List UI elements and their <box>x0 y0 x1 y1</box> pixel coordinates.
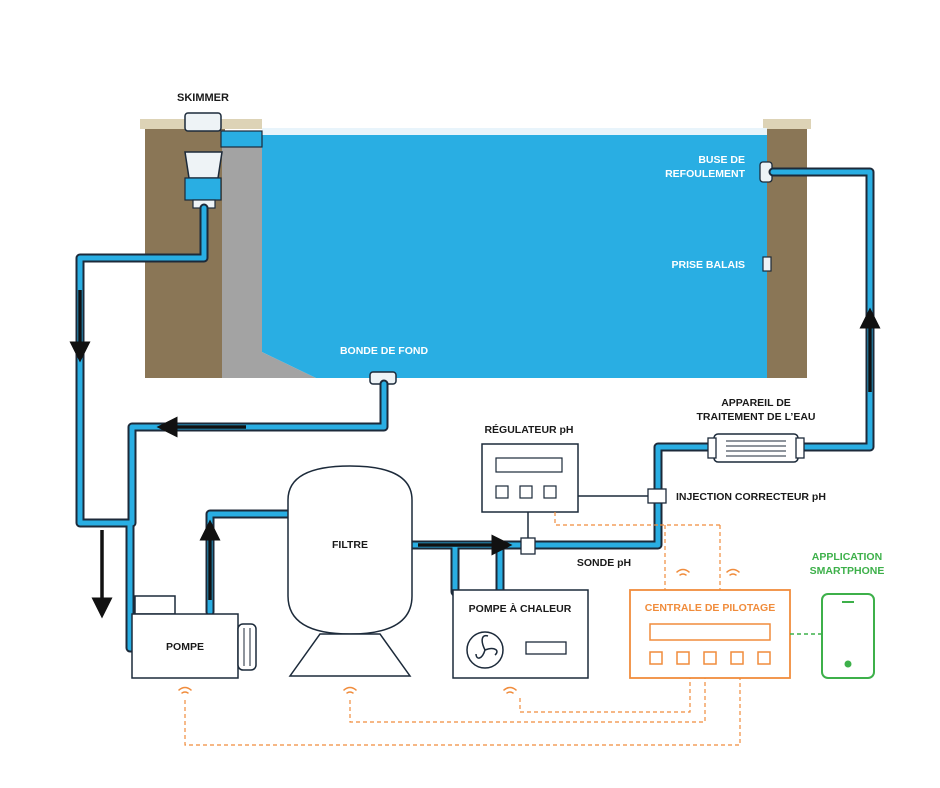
label-prise-balais: PRISE BALAIS <box>671 259 745 271</box>
pool-water <box>262 135 767 378</box>
treatment-body <box>713 433 799 463</box>
pump-body <box>131 613 239 679</box>
smartphone-body <box>821 593 875 679</box>
pump <box>131 595 257 679</box>
pump-motor <box>237 623 257 671</box>
water-treatment-device <box>707 433 805 463</box>
label-filtre: FILTRE <box>332 539 368 551</box>
filter-tank <box>287 465 413 635</box>
ph-regulator <box>481 443 648 540</box>
wifi-icon <box>178 686 192 694</box>
label-sonde: SONDE pH <box>577 557 631 569</box>
control-unit-screen <box>649 623 771 641</box>
label-skimmer: SKIMMER <box>177 92 229 104</box>
skimmer-lid <box>184 112 222 132</box>
pool-water-surface <box>262 128 767 135</box>
smartphone-home-button <box>844 660 852 668</box>
label-injection: INJECTION CORRECTEUR pH <box>676 491 826 503</box>
control-unit <box>629 589 791 679</box>
wifi-icon <box>726 568 740 576</box>
skimmer <box>184 112 263 209</box>
wifi-icon <box>503 686 517 694</box>
control-links <box>184 512 741 746</box>
filter <box>287 465 413 677</box>
ph-regulator-button <box>543 485 557 499</box>
wifi-icon <box>343 686 357 694</box>
ph-regulator-button <box>519 485 533 499</box>
skimmer-mouth <box>220 130 263 148</box>
smartphone <box>821 593 875 679</box>
label-centrale: CENTRALE DE PILOTAGE <box>645 602 775 614</box>
pump-top <box>134 595 176 615</box>
label-appareil-line1: APPAREIL DE <box>721 397 791 409</box>
ph-probe <box>520 537 536 555</box>
pool-coping-right <box>763 119 811 129</box>
heat-pump <box>452 589 589 679</box>
wifi-icon <box>676 568 690 576</box>
pool-right-wall <box>767 128 807 378</box>
label-buse-line1: BUSE DE <box>698 154 745 166</box>
label-buse-line2: REFOULEMENT <box>665 168 746 180</box>
vacuum-inlet <box>762 256 772 272</box>
label-regulateur: RÉGULATEUR pH <box>484 423 573 436</box>
ph-injection-point <box>647 488 667 504</box>
heat-pump-display <box>525 641 567 655</box>
filter-base <box>288 633 412 677</box>
pool-concrete-shell <box>222 142 316 378</box>
label-appareil-line2: TRAITEMENT DE L’EAU <box>696 411 815 423</box>
label-pompe-chaleur: POMPE À CHALEUR <box>469 602 572 615</box>
label-bonde-de-fond: BONDE DE FOND <box>340 345 429 357</box>
ph-regulator-body <box>481 443 579 513</box>
wifi-icons <box>178 568 740 694</box>
flow-arrows <box>69 290 881 619</box>
label-application-line2: SMARTPHONE <box>810 565 885 577</box>
skimmer-basket <box>184 151 223 179</box>
label-pompe: POMPE <box>166 641 204 653</box>
fan-blades <box>475 634 498 659</box>
labels: SKIMMER BUSE DE REFOULEMENT PRISE BALAIS… <box>166 92 884 653</box>
ph-regulator-button <box>495 485 509 499</box>
skimmer-body <box>184 177 222 201</box>
label-application-line1: APPLICATION <box>812 551 882 563</box>
ph-regulator-screen <box>495 457 563 473</box>
